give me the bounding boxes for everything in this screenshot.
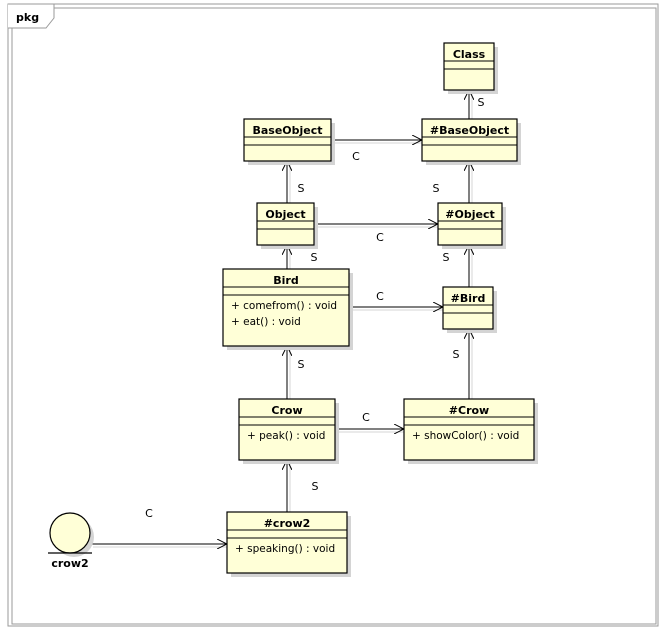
class-name: BaseObject	[252, 124, 322, 137]
relation-label: S	[443, 251, 450, 264]
class-name: Bird	[273, 274, 298, 287]
class-name: #Object	[445, 208, 494, 221]
class-box-hcrow2[interactable]: #crow2 + speaking() : void	[226, 511, 351, 577]
class-box-hbaseobject[interactable]: #BaseObject	[421, 118, 521, 165]
class-operation: + comefrom() : void	[231, 300, 337, 312]
relation-label: C	[352, 150, 360, 163]
class-name: #Bird	[451, 292, 486, 305]
relation-hcrow-hbird[interactable]: S	[453, 329, 472, 402]
relation-hbird-hobject[interactable]: S	[443, 245, 472, 290]
objects-layer: crow2	[48, 512, 94, 570]
relation-label: C	[362, 411, 370, 424]
class-box-crow[interactable]: Crow + peak() : void	[238, 398, 339, 464]
relation-bird-hbird[interactable]: C	[349, 290, 446, 310]
relation-label: C	[376, 231, 384, 244]
relation-hbaseobject-class[interactable]: S	[469, 90, 485, 122]
class-name: #crow2	[264, 517, 311, 530]
class-name: #Crow	[449, 404, 489, 417]
relation-crow2-hcrow2[interactable]: C	[90, 507, 230, 547]
class-body	[403, 398, 535, 461]
relation-label: S	[453, 348, 460, 361]
relation-object-baseobject[interactable]: S	[287, 161, 305, 206]
class-body	[421, 118, 518, 162]
relation-label: C	[145, 507, 153, 520]
class-body	[437, 202, 503, 246]
relation-label: S	[433, 182, 440, 195]
class-body	[256, 202, 315, 246]
relation-crow-hcrow[interactable]: C	[335, 411, 407, 432]
class-body	[226, 511, 348, 574]
relation-label: S	[311, 251, 318, 264]
class-name: Class	[453, 48, 486, 61]
class-body	[222, 268, 350, 347]
class-body	[443, 42, 495, 91]
package-label: pkg	[16, 11, 39, 24]
object-name: crow2	[51, 557, 88, 570]
class-name: Crow	[271, 404, 302, 417]
relation-label: S	[298, 182, 305, 195]
class-operation: + peak() : void	[247, 430, 325, 442]
relation-object-hobject[interactable]: C	[314, 224, 441, 244]
class-operation: + speaking() : void	[235, 543, 335, 555]
relation-hobject-hbaseobject[interactable]: S	[433, 161, 472, 206]
relations-layer: S C S S C S S C S S C S C	[90, 90, 485, 547]
relation-label: S	[298, 358, 305, 371]
relation-baseobject-hbaseobject[interactable]: C	[331, 140, 425, 163]
class-box-hbird[interactable]: #Bird	[442, 286, 497, 333]
class-body	[442, 286, 494, 330]
class-box-hobject[interactable]: #Object	[437, 202, 506, 249]
class-operation: + eat() : void	[231, 316, 301, 328]
class-body	[238, 398, 336, 461]
class-name: #BaseObject	[430, 124, 509, 137]
object-crow2[interactable]: crow2	[48, 512, 94, 570]
class-box-object[interactable]: Object	[256, 202, 318, 249]
class-box-bird[interactable]: Bird + comefrom() : void + eat() : void	[222, 268, 353, 350]
class-box-class[interactable]: Class	[443, 42, 498, 94]
class-operation: + showColor() : void	[412, 430, 519, 442]
relation-label: S	[478, 96, 485, 109]
relation-hcrow2-crow[interactable]: S	[287, 460, 319, 515]
class-name: Object	[265, 208, 305, 221]
class-body	[243, 118, 332, 162]
relation-label: C	[376, 290, 384, 303]
relation-label: S	[312, 480, 319, 493]
class-box-hcrow[interactable]: #Crow + showColor() : void	[403, 398, 538, 464]
object-circle	[49, 512, 91, 554]
relation-crow-bird[interactable]: S	[287, 346, 305, 402]
class-box-baseobject[interactable]: BaseObject	[243, 118, 335, 165]
